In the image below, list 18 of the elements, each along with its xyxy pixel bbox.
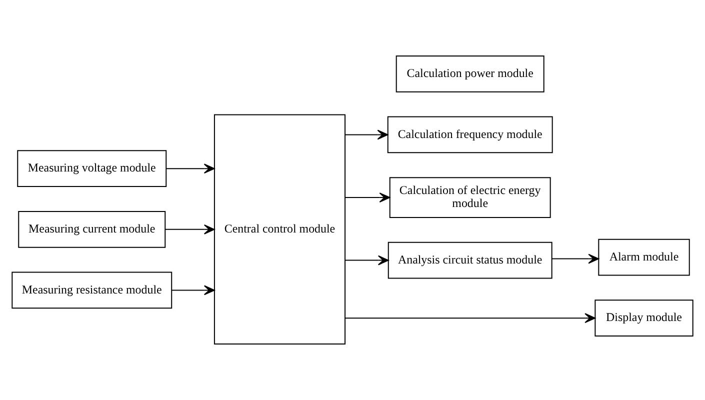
arrow xyxy=(344,192,390,202)
node-box: Calculation frequency module xyxy=(387,116,553,154)
node-box: Calculation of electric energy module xyxy=(389,177,551,218)
arrow xyxy=(344,255,389,266)
node-box: Analysis circuit status module xyxy=(388,242,552,279)
node-box: Measuring current module xyxy=(18,210,166,248)
arrow xyxy=(344,130,388,140)
arrow xyxy=(164,224,215,234)
node-box: Measuring voltage module xyxy=(17,150,167,188)
node-box: Central control module xyxy=(214,114,346,345)
arrow xyxy=(166,164,215,174)
node-box: Display module xyxy=(594,300,694,337)
node-box: Measuring resistance module xyxy=(12,272,172,309)
arrow xyxy=(551,254,600,264)
node-box: Alarm module xyxy=(598,238,690,276)
arrow xyxy=(344,313,596,324)
node-box: Calculation power module xyxy=(396,55,544,92)
arrow xyxy=(171,285,215,296)
